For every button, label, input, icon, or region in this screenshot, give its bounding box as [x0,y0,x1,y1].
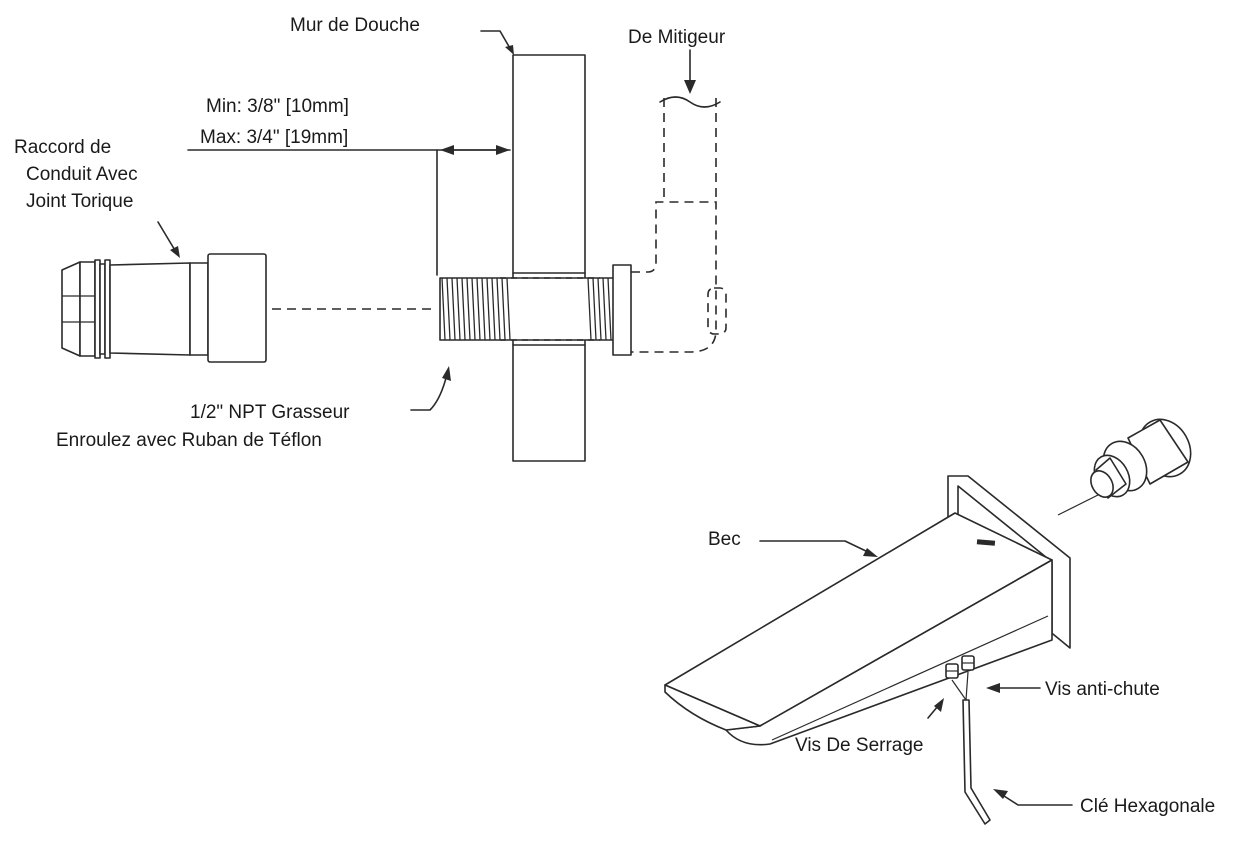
hex-key-label: Clé Hexagonale [1080,796,1215,817]
nipple-threads-left [441,277,511,341]
from-mixer-leader [684,49,696,94]
from-mixer-label: De Mitigeur [628,27,726,48]
set-screw-label: Vis De Serrage [795,735,924,756]
max-depth-label: Max: 3/4" [19mm] [200,127,348,148]
shower-wall-label: Mur de Douche [290,15,420,36]
hex-key [962,699,991,825]
npt-label-line2: Enroulez avec Ruban de Téflon [56,430,322,451]
spout [664,475,1071,746]
conduit-fitting-label-line2: Conduit Avec [26,164,138,185]
nipple-threads-right [587,277,612,341]
npt-leader [410,366,451,411]
spout-label: Bec [708,529,741,550]
conduit-fitting-label-line1: Raccord de [14,137,111,158]
npt-label-line1: 1/2" NPT Grasseur [190,402,350,423]
anti-drop-screw [961,655,975,671]
spout-centerline [1057,493,1101,516]
set-screw [945,663,959,679]
small-fitting [1090,418,1192,499]
shower-wall [512,54,586,462]
set-screw-leader [927,698,944,719]
npt-nipple [439,264,632,356]
mixer-elbow [631,96,727,353]
screw-guide-2 [965,671,969,701]
depth-dimension [187,145,511,276]
conduit-fitting [61,253,267,363]
spout-leader [759,540,878,557]
shower-wall-leader [480,30,514,55]
hex-key-leader [993,789,1073,806]
conduit-fitting-label-line3: Joint Torique [26,191,133,212]
anti-drop-screw-leader [986,683,1041,693]
conduit-fitting-leader [157,221,180,258]
screw-guide-1 [951,679,967,701]
min-depth-label: Min: 3/8" [10mm] [206,96,349,117]
anti-drop-screw-label: Vis anti-chute [1045,679,1160,700]
